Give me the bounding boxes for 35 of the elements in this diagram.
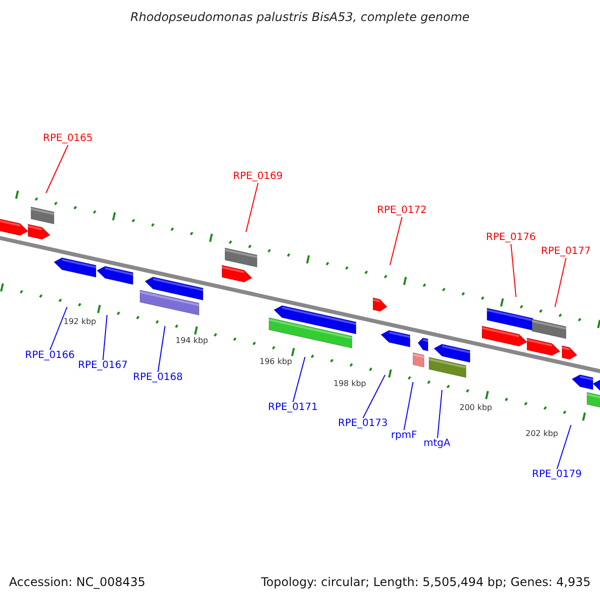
scale-label: 198 kbp — [334, 379, 366, 389]
footer-text: Topology: circular; Length: 5,505,494 bp; Genes: 4,935 — [261, 575, 591, 589]
leader-line — [50, 306, 68, 350]
leader-line — [437, 390, 442, 438]
scale-label: 202 kbp — [526, 429, 558, 439]
leader-line — [362, 374, 386, 418]
gene-label: RPE_0176 — [486, 232, 536, 244]
gene-label: RPE_0166 — [25, 350, 75, 362]
leader-line — [404, 382, 414, 430]
gene-label: RPE_0171 — [268, 402, 318, 414]
leader-line — [246, 182, 258, 232]
leader-line — [46, 144, 68, 194]
title: Rhodopseudomonas palustris BisA53, complete genome — [129, 10, 471, 24]
scale-label: 200 kbp — [460, 403, 492, 413]
leader-line — [102, 314, 108, 360]
gene-label: RPE_0168 — [133, 372, 183, 384]
scale-label: 196 kbp — [260, 357, 292, 367]
scale-label: 192 kbp — [64, 317, 96, 327]
gene-label: RPE_0177 — [541, 246, 591, 258]
scale-label: 194 kbp — [176, 336, 208, 346]
footer-text: Accession: NC_008435 — [9, 575, 146, 589]
leader-line — [158, 326, 166, 372]
leader-line — [292, 356, 306, 402]
leader-line — [390, 216, 402, 266]
gene-label: RPE_0169 — [233, 171, 283, 183]
gene-label: RPE_0165 — [43, 133, 93, 145]
gene-label: RPE_0172 — [377, 205, 427, 217]
leader-line — [510, 244, 516, 298]
leader-line — [554, 258, 566, 308]
gene-label: RPE_0173 — [338, 418, 388, 430]
leader-line — [556, 424, 572, 470]
gene-label: mtgA — [424, 438, 450, 450]
gene-label: RPE_0179 — [532, 469, 582, 481]
gene-label: RPE_0167 — [78, 360, 128, 372]
gene-label: rpmF — [391, 430, 417, 442]
